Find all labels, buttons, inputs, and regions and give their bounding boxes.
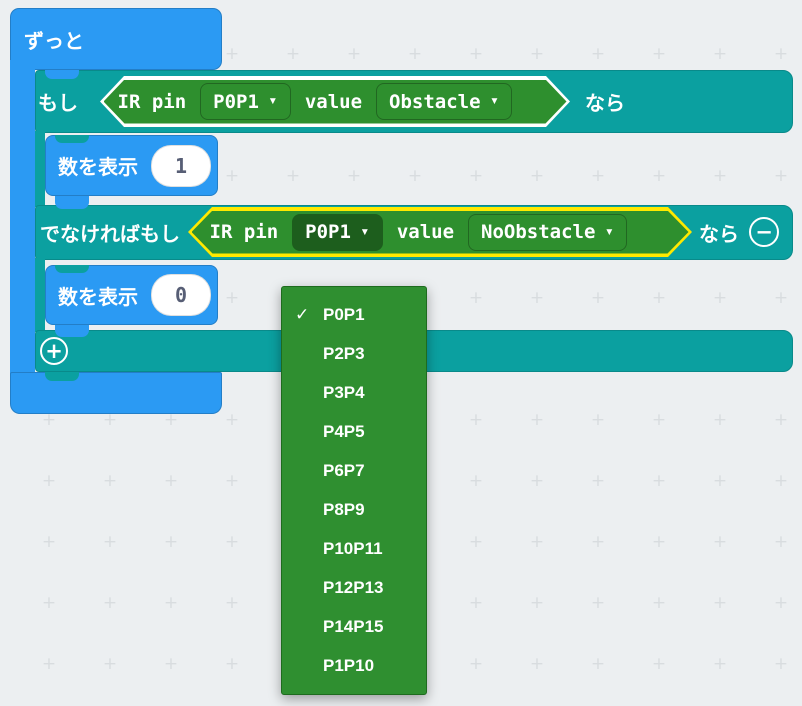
show-number-block-1[interactable]: 数を表示 1: [45, 135, 218, 196]
dropdown-item[interactable]: P2P3: [323, 343, 365, 363]
dropdown-item[interactable]: P12P13: [323, 577, 384, 597]
dropdown-caret-icon: ▼: [489, 96, 500, 107]
if-label: もし: [38, 93, 78, 115]
forever-block-header[interactable]: ずっと: [10, 8, 222, 70]
remove-branch-button[interactable]: −: [749, 217, 779, 247]
if-block-left-spine[interactable]: [35, 131, 45, 207]
checkmark-icon: ✓: [295, 304, 310, 324]
elseif-label: でなければもし: [40, 224, 180, 246]
number-bubble[interactable]: 0: [151, 274, 211, 316]
connector-tab: [45, 70, 79, 79]
dropdown-item[interactable]: P6P7: [323, 460, 365, 480]
pin-dropdown-field[interactable]: P0P1 ▼: [200, 83, 291, 120]
dropdown-item[interactable]: P4P5: [323, 421, 365, 441]
forever-label: ずっと: [24, 30, 84, 53]
connector-tab: [55, 135, 89, 143]
pin-dropdown-value: P0P1: [305, 221, 351, 243]
dropdown-caret-icon: ▼: [604, 226, 615, 238]
ir-pin-label: IR pin: [117, 90, 187, 113]
connector-tab: [55, 325, 89, 337]
then-label-2: なら: [699, 224, 739, 246]
state-dropdown-value: Obstacle: [389, 90, 481, 113]
forever-block-bottom-bar[interactable]: [10, 372, 222, 414]
forever-block-left-spine[interactable]: [10, 60, 35, 376]
minus-icon: −: [755, 219, 773, 244]
dropdown-item[interactable]: P3P4: [323, 382, 365, 402]
condition-hexagon-1[interactable]: IR pin P0P1 ▼ value Obstacle ▼: [100, 76, 570, 127]
connector-tab: [45, 372, 79, 381]
if-block-left-spine-2[interactable]: [35, 258, 45, 332]
dropdown-caret-icon: ▼: [267, 96, 278, 107]
state-dropdown-field[interactable]: NoObstacle ▼: [468, 214, 627, 251]
show-number-block-2[interactable]: 数を表示 0: [45, 265, 218, 325]
dropdown-item[interactable]: ✓ P0P1: [295, 304, 365, 324]
show-number-label: 数を表示: [58, 286, 138, 309]
value-label: value: [304, 90, 363, 113]
value-label: value: [396, 221, 455, 243]
dropdown-caret-icon: ▼: [359, 226, 370, 238]
state-dropdown-value: NoObstacle: [481, 221, 596, 243]
then-label: なら: [585, 93, 625, 115]
state-dropdown-field[interactable]: Obstacle ▼: [376, 83, 512, 120]
dropdown-item[interactable]: P10P11: [323, 538, 383, 558]
ir-pin-label: IR pin: [209, 221, 279, 243]
dropdown-item[interactable]: P14P15: [323, 616, 384, 636]
number-bubble[interactable]: 1: [151, 144, 211, 187]
condition-hexagon-2-selected[interactable]: IR pin P0P1 ▼ value NoObstacle ▼: [188, 207, 692, 257]
add-branch-button[interactable]: +: [40, 337, 68, 365]
pin-dropdown-menu: ✓ P0P1 P2P3 P3P4 P4P5 P6P7 P8P9 P10P11: [281, 286, 427, 695]
connector-tab: [55, 196, 89, 209]
dropdown-item[interactable]: P1P10: [323, 655, 375, 675]
connector-tab: [55, 265, 89, 273]
plus-icon: +: [45, 338, 63, 363]
pin-dropdown-field-open[interactable]: P0P1 ▼: [292, 214, 383, 251]
dropdown-item[interactable]: P8P9: [323, 499, 365, 519]
show-number-label: 数を表示: [58, 157, 138, 179]
pin-dropdown-value: P0P1: [213, 90, 259, 113]
